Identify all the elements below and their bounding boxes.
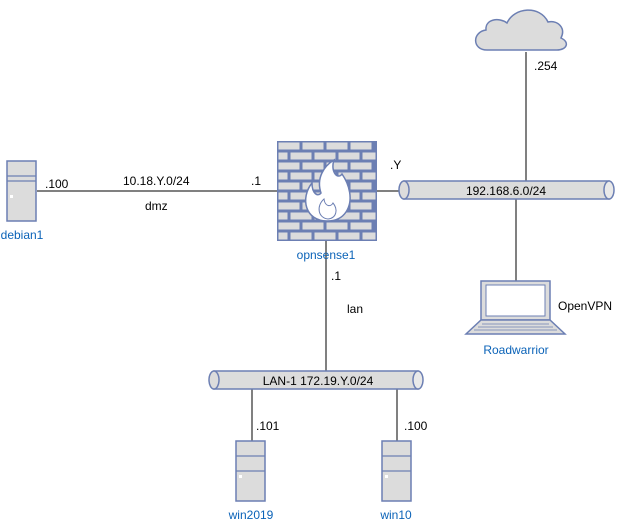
firewall-brick bbox=[362, 232, 376, 240]
internet-cloud-icon bbox=[474, 9, 568, 51]
firewall-brick bbox=[290, 212, 312, 220]
firewall-brick bbox=[338, 212, 360, 220]
firewall-brick bbox=[326, 142, 348, 150]
firewall-brick bbox=[350, 142, 372, 150]
firewall-icon bbox=[277, 141, 377, 241]
firewall-brick bbox=[350, 222, 372, 230]
firewall-brick bbox=[338, 172, 360, 180]
firewall-brick bbox=[302, 222, 324, 230]
debian1-label: debian1 bbox=[1, 228, 44, 242]
wan-network-label: 192.168.6.0/24 bbox=[466, 184, 546, 198]
firewall-brick bbox=[314, 152, 336, 160]
lan1-network-label: LAN-1 172.19.Y.0/24 bbox=[263, 374, 374, 388]
opnsense1-label: opnsense1 bbox=[297, 248, 356, 262]
opnsense-dmz-ip-label: .1 bbox=[251, 174, 261, 188]
openvpn-label: OpenVPN bbox=[558, 299, 612, 313]
dmz-label: dmz bbox=[145, 199, 168, 213]
firewall-brick bbox=[278, 152, 288, 160]
firewall-brick bbox=[338, 232, 360, 240]
firewall-brick bbox=[350, 202, 372, 210]
dmz-subnet-label: 10.18.Y.0/24 bbox=[123, 174, 190, 188]
connection-lines bbox=[37, 52, 527, 442]
firewall-brick bbox=[362, 192, 376, 200]
firewall-brick bbox=[362, 172, 376, 180]
wan-network-pipe bbox=[398, 180, 615, 200]
flame-inner-icon bbox=[318, 198, 337, 220]
win2019-server-icon bbox=[235, 440, 266, 502]
firewall-brick bbox=[290, 172, 312, 180]
win10-ip-label: .100 bbox=[404, 419, 428, 433]
firewall-brick bbox=[278, 192, 288, 200]
firewall-brick bbox=[290, 232, 312, 240]
roadwarrior-label: Roadwarrior bbox=[483, 343, 548, 357]
firewall-brick bbox=[302, 162, 324, 170]
opnsense-wan-ip-label: .Y bbox=[390, 158, 401, 172]
firewall-brick bbox=[278, 172, 288, 180]
firewall-brick bbox=[278, 232, 288, 240]
firewall-brick bbox=[350, 182, 372, 190]
firewall-brick bbox=[302, 182, 324, 190]
firewall-brick bbox=[326, 162, 348, 170]
firewall-brick bbox=[278, 222, 300, 230]
firewall-brick bbox=[278, 182, 300, 190]
diagram-labels: debian1 .100 10.18.Y.0/24 dmz .1 .Y opns… bbox=[1, 59, 612, 522]
internet-ip-label: .254 bbox=[534, 59, 558, 73]
opnsense-lan-ip-label: .1 bbox=[331, 269, 341, 283]
firewall-brick bbox=[278, 142, 300, 150]
roadwarrior-laptop-icon bbox=[464, 280, 567, 335]
firewall-brick bbox=[302, 142, 324, 150]
firewall-brick bbox=[278, 162, 300, 170]
firewall-brick bbox=[362, 152, 376, 160]
firewall-brick bbox=[278, 212, 288, 220]
firewall-brick bbox=[278, 202, 300, 210]
win10-server-icon bbox=[381, 440, 412, 502]
firewall-brick bbox=[290, 152, 312, 160]
firewall-brick bbox=[338, 152, 360, 160]
win2019-label: win2019 bbox=[228, 508, 274, 522]
flame-icon bbox=[304, 158, 351, 222]
debian1-ip-label: .100 bbox=[45, 177, 69, 191]
firewall-brick bbox=[314, 232, 336, 240]
firewall-brick bbox=[350, 162, 372, 170]
win2019-ip-label: .101 bbox=[256, 419, 280, 433]
win10-label: win10 bbox=[379, 508, 412, 522]
debian1-server-icon bbox=[6, 160, 37, 222]
lan1-network-pipe bbox=[208, 370, 424, 390]
lan-label: lan bbox=[347, 302, 363, 316]
firewall-brick bbox=[362, 212, 376, 220]
firewall-brick bbox=[326, 222, 348, 230]
firewall-brick bbox=[290, 192, 312, 200]
